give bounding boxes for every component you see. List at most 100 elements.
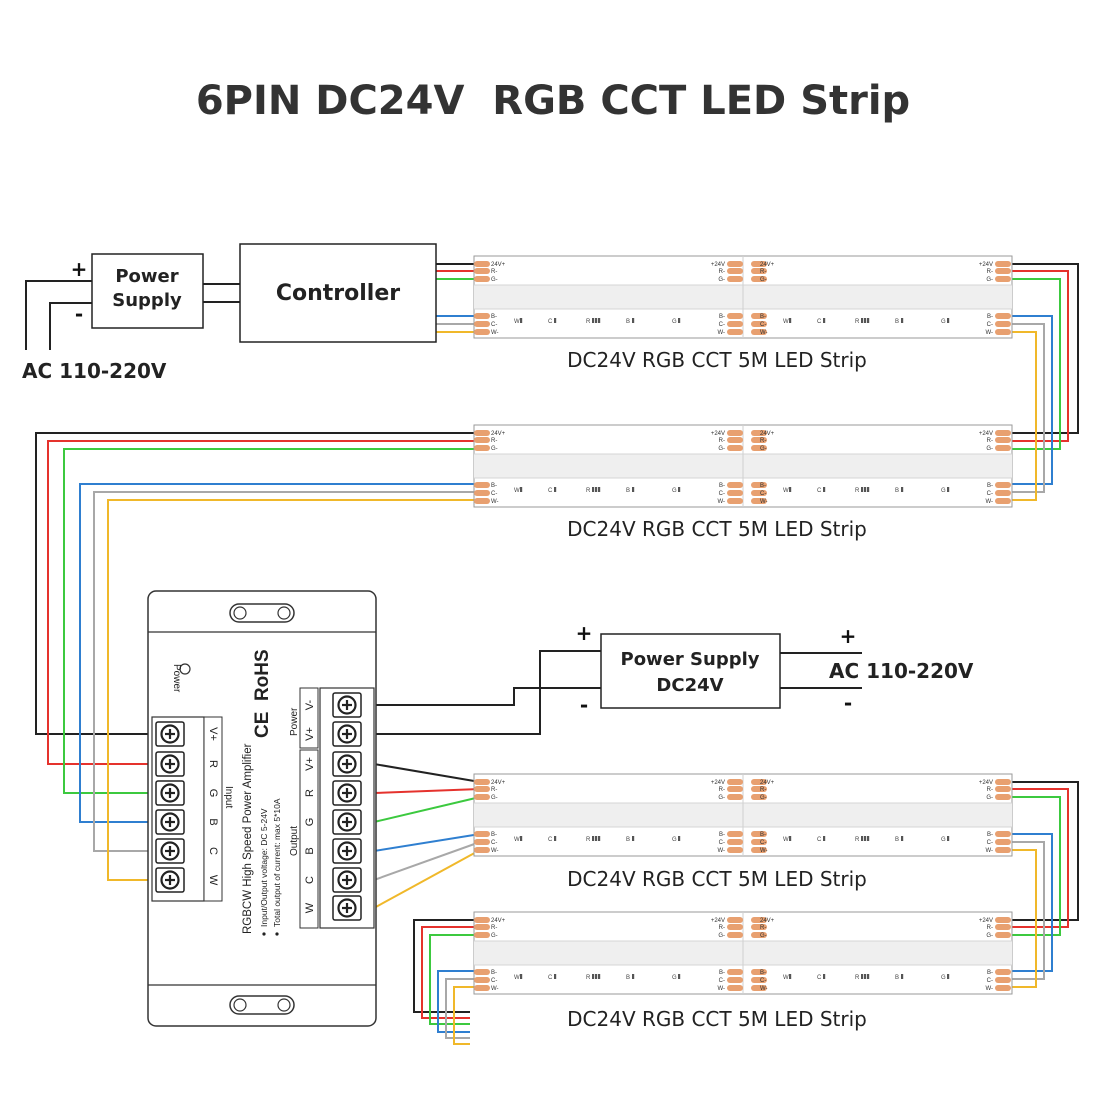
chip-letter: G xyxy=(941,488,946,494)
chip-pad xyxy=(595,318,598,323)
strip-pin-label: G- xyxy=(760,277,767,283)
chip-pad xyxy=(595,487,598,492)
strip-pin-label: R- xyxy=(760,925,766,931)
strip-pin-label: B- xyxy=(760,483,766,489)
chip-letter: W xyxy=(783,319,789,325)
strip-pin-label: C- xyxy=(491,840,497,846)
chip-letter: R xyxy=(586,319,591,325)
strip-pin-label: +24V xyxy=(979,262,993,268)
strip-pin-label: C- xyxy=(760,491,766,497)
led-strip-2: 24V+R-G-24V+R-G-+24VR-G-+24VR-G-B-C-W-B-… xyxy=(473,424,1013,541)
strip-pin-label: +24V xyxy=(711,918,725,924)
led-strips: 24V+R-G-24V+R-G-+24VR-G-+24VR-G-B-C-W-B-… xyxy=(473,255,1013,1031)
output-pin-label: W xyxy=(304,902,316,913)
power-supply-top-label-1: Power xyxy=(115,266,178,287)
wire-amp-s3-r xyxy=(373,788,481,794)
wire-amp-s3-v xyxy=(373,763,481,783)
solder-pad xyxy=(727,917,743,923)
strip-pin-label: R- xyxy=(760,269,766,275)
power-amplifier: Power CE RoHS V+RGBCW Input RGBCW High S… xyxy=(147,590,377,1027)
ac-input-left-label: AC 110-220V xyxy=(22,359,167,383)
strip-pin-label: 24V+ xyxy=(491,918,506,924)
amplifier-bottom-mount-slot xyxy=(229,995,295,1015)
strip-pin-label: C- xyxy=(760,322,766,328)
strip-pin-label: G- xyxy=(760,795,767,801)
wire-s2-amp-g xyxy=(63,448,480,794)
solder-pad xyxy=(995,794,1011,800)
chip-pad xyxy=(592,836,595,841)
chip-pad xyxy=(864,318,867,323)
chip-pad xyxy=(678,836,681,841)
solder-pad xyxy=(751,839,767,845)
wire-ac-left-positive xyxy=(25,280,92,350)
solder-pad xyxy=(474,839,490,845)
solder-pad xyxy=(474,985,490,991)
solder-pad xyxy=(995,321,1011,327)
strip-pin-label: W- xyxy=(491,499,499,505)
solder-pad xyxy=(474,831,490,837)
strip-pin-label: R- xyxy=(491,925,497,931)
strip-pin-label: B- xyxy=(987,970,993,976)
chip-letter: R xyxy=(855,975,860,981)
solder-pad xyxy=(751,490,767,496)
strip-pin-label: +24V xyxy=(979,431,993,437)
chip-pad xyxy=(947,318,950,323)
strip-pin-label: G- xyxy=(718,446,725,452)
chip-pad xyxy=(867,487,870,492)
chip-letter: R xyxy=(855,488,860,494)
amplifier-bottom-slot-right-icon xyxy=(277,998,291,1012)
chip-letter: C xyxy=(548,319,553,325)
strip-pin-label: C- xyxy=(491,978,497,984)
solder-pad xyxy=(727,498,743,504)
chip-letter: G xyxy=(941,975,946,981)
wires xyxy=(25,263,1079,1045)
ac-right-plus-sign: + xyxy=(840,624,857,648)
strip-pin-label: B- xyxy=(719,832,725,838)
ps-right-minus-sign: - xyxy=(580,693,588,717)
strip-caption: DC24V RGB CCT 5M LED Strip xyxy=(567,348,867,372)
solder-pad xyxy=(751,268,767,274)
solder-pad xyxy=(474,498,490,504)
chip-pad xyxy=(861,487,864,492)
amplifier-top-slot-right-icon xyxy=(277,606,291,620)
chip-pad xyxy=(554,974,557,979)
strip-pin-label: G- xyxy=(986,933,993,939)
wire-s3-s4-w xyxy=(1008,849,1037,988)
strip-pin-label: W- xyxy=(491,330,499,336)
strip-pin-label: R- xyxy=(760,438,766,444)
wire-amp-power-v-plus xyxy=(374,650,601,735)
chip-letter: C xyxy=(548,837,553,843)
screw-terminal-icon xyxy=(155,838,185,864)
chip-pad xyxy=(901,836,904,841)
solder-pad xyxy=(751,932,767,938)
solder-pad xyxy=(474,313,490,319)
wire-amp-s3-c xyxy=(373,841,481,881)
input-pin-label: B xyxy=(207,818,219,825)
solder-pad xyxy=(751,313,767,319)
chip-pad xyxy=(901,318,904,323)
solder-pad xyxy=(751,924,767,930)
solder-pad xyxy=(995,445,1011,451)
power-indicator-icon xyxy=(179,663,191,675)
chip-pad xyxy=(789,487,792,492)
strip-pin-label: C- xyxy=(987,491,993,497)
solder-pad xyxy=(995,831,1011,837)
power-supply-top: Power Supply xyxy=(91,253,204,329)
power-pin-label: V- xyxy=(304,699,316,710)
chip-pad xyxy=(554,836,557,841)
chip-pad xyxy=(867,318,870,323)
amplifier-spec-2: Total output of current: max 5*10A xyxy=(272,798,282,927)
input-pin-label: G xyxy=(207,789,219,798)
chip-letter: G xyxy=(672,488,677,494)
output-pin-label: R xyxy=(304,789,316,797)
chip-letter: R xyxy=(855,837,860,843)
solder-pad xyxy=(474,932,490,938)
controller: Controller xyxy=(239,243,437,343)
solder-pad xyxy=(995,437,1011,443)
screw-terminal-icon xyxy=(332,721,362,747)
chip-pad xyxy=(861,318,864,323)
wire-s1-s2-r xyxy=(1008,270,1069,442)
chip-letter: R xyxy=(586,837,591,843)
amplifier-housing xyxy=(147,590,377,1027)
chip-letter: G xyxy=(941,837,946,843)
